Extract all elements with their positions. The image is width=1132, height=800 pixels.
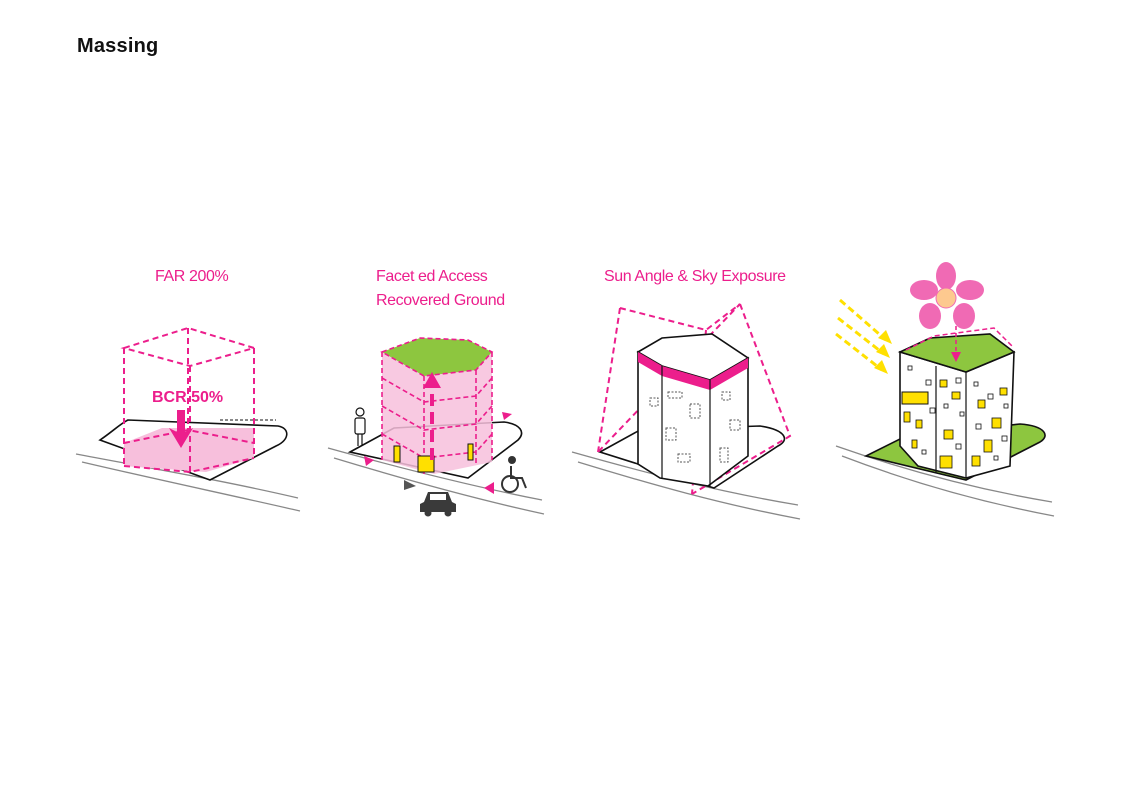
access-arrow: [484, 482, 494, 494]
panel-access: [327, 337, 545, 517]
balcony-yellow: [901, 391, 929, 405]
access-arrow: [364, 456, 374, 466]
road-curve: [835, 445, 1055, 517]
access-arrow: [502, 412, 512, 420]
road-curve: [327, 447, 545, 515]
green-roof: [382, 338, 492, 376]
wheelchair-icon: [501, 456, 527, 493]
up-arrow-head: [423, 372, 441, 388]
faceted-access-label: Facet ed Access: [376, 268, 488, 285]
flower-icon: [910, 262, 984, 329]
facade-openings: [649, 391, 741, 463]
facade-windows-yellow: [903, 379, 1008, 469]
facade-windows-white: [907, 365, 1009, 461]
car-access-arrow: [404, 480, 416, 490]
sun-angle-label: Sun Angle & Sky Exposure: [604, 268, 786, 285]
far-volume-box: [120, 326, 258, 474]
page-title: Massing: [77, 35, 159, 57]
building-body: [382, 352, 492, 474]
floor-lines: [380, 337, 494, 474]
road-curve: [75, 453, 301, 512]
panel-final: [835, 262, 1055, 517]
down-arrow: [169, 410, 193, 448]
recovered-ground-label: Recovered Ground: [376, 292, 505, 309]
bcr-label: BCR 50%: [152, 389, 223, 406]
car-icon: [420, 492, 456, 517]
tower-crown-band: [638, 352, 748, 390]
sun-arrow-heads: [874, 330, 892, 374]
door-yellow: [393, 445, 401, 463]
panel-far: BCR 50%: [75, 326, 301, 512]
panel-sun: [571, 303, 801, 520]
flower-arrow: [951, 352, 961, 362]
sun-arrow-icon: [835, 298, 887, 372]
far-label: FAR 200%: [155, 268, 229, 285]
roof-dash-outline: [905, 327, 1013, 351]
person-icon: [354, 407, 366, 446]
door-yellow: [467, 443, 474, 461]
